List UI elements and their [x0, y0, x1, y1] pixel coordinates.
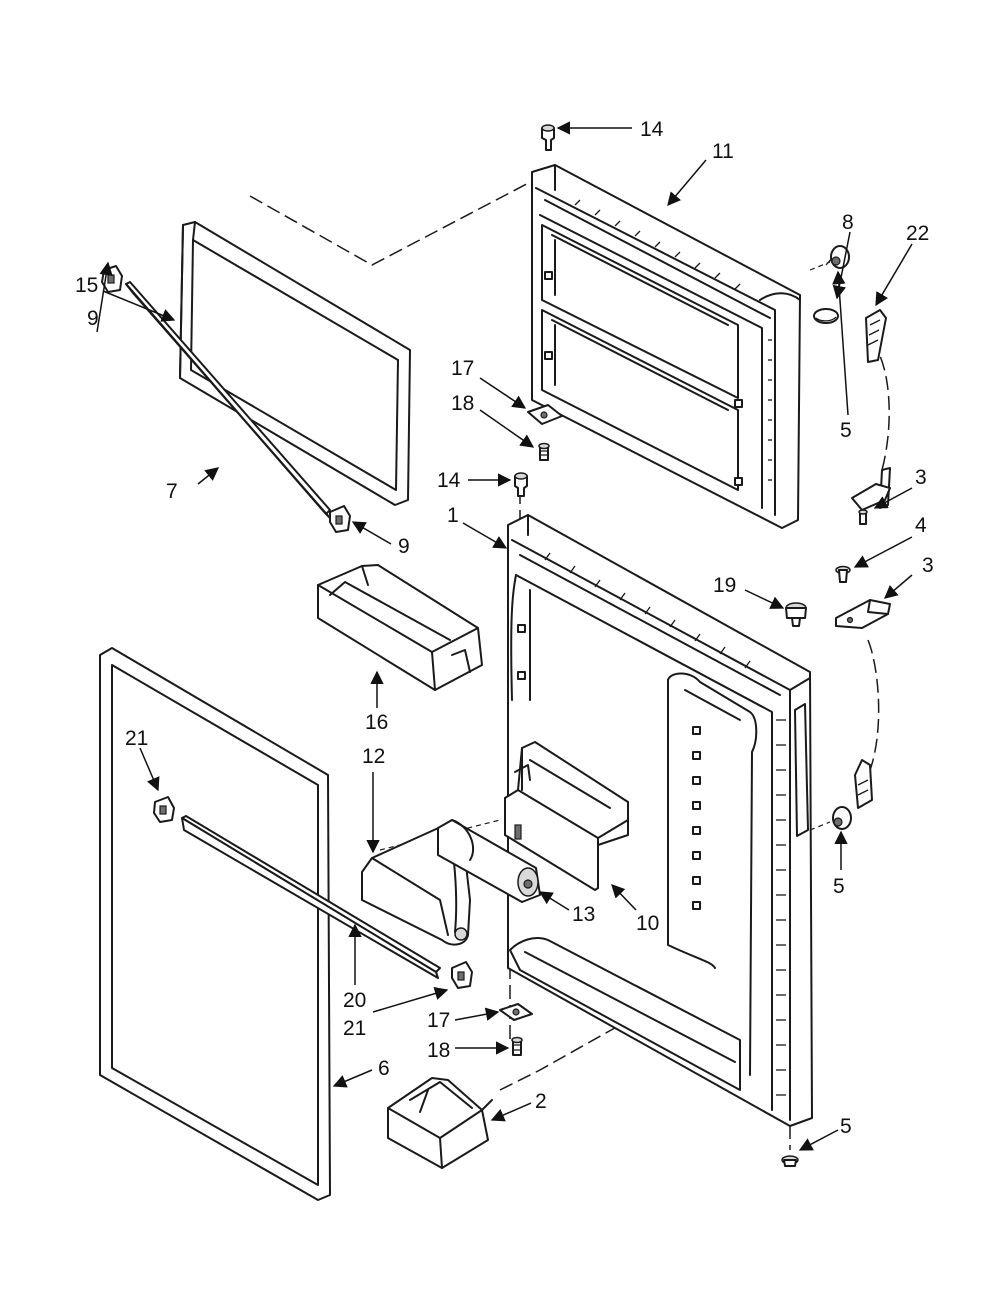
callout-leaders — [96, 121, 913, 1151]
callout-9-upper: 9 — [87, 307, 99, 330]
hinge-pin-top — [541, 124, 555, 151]
bottom-hinge-cover — [854, 759, 873, 809]
callout-5-upper: 5 — [840, 419, 852, 442]
hinge-bracket-upper — [851, 483, 891, 511]
callout-12: 12 — [362, 745, 385, 768]
hinge-bushing-lower — [499, 1003, 533, 1021]
callout-18-upper: 18 — [451, 392, 474, 415]
callout-20: 20 — [343, 989, 366, 1012]
dairy-door-trim — [181, 815, 441, 979]
callout-19: 19 — [713, 574, 736, 597]
callout-17-upper: 17 — [451, 357, 474, 380]
door-closing-cam-middle — [832, 806, 852, 830]
callout-16: 16 — [365, 711, 388, 734]
door-shelf-bin — [317, 564, 483, 691]
dairy-compartment — [504, 741, 629, 891]
center-hinge-screw — [835, 565, 851, 583]
trim-clip-lower — [451, 961, 473, 989]
callout-7: 7 — [166, 480, 178, 503]
hinge-screw-lower — [511, 1036, 523, 1056]
hinge-screw-small-upper — [858, 509, 868, 525]
callout-15: 15 — [75, 274, 98, 297]
callout-3-lower: 3 — [922, 554, 934, 577]
callout-9-lower: 9 — [398, 535, 410, 558]
bottom-door-bin — [387, 1077, 493, 1169]
callout-numbers: 14 11 8 22 15 9 17 18 5 14 3 7 9 1 4 3 1… — [75, 118, 934, 1138]
callout-4: 4 — [915, 514, 927, 537]
callout-8: 8 — [842, 211, 854, 234]
top-hinge-cover — [865, 309, 891, 509]
hinge-pin-middle — [514, 472, 528, 497]
callout-18-lower: 18 — [427, 1039, 450, 1062]
trim-clip-upper — [153, 796, 175, 823]
door-stop — [785, 602, 807, 627]
callout-5-bottom: 5 — [840, 1115, 852, 1138]
freezer-door-gasket — [179, 221, 411, 506]
hole-plug — [813, 308, 839, 324]
callout-11: 11 — [712, 140, 734, 163]
callout-22: 22 — [906, 222, 929, 245]
callout-6: 6 — [378, 1057, 390, 1080]
callout-1: 1 — [447, 504, 459, 527]
callout-14-top: 14 — [640, 118, 664, 141]
hinge-screw-upper — [538, 442, 550, 461]
shelf-clip-right — [329, 505, 351, 533]
callout-21-lower: 21 — [343, 1017, 366, 1040]
hinge-bushing-upper — [527, 404, 563, 425]
refrigerator-door — [507, 514, 813, 1127]
callout-10: 10 — [636, 912, 659, 935]
callout-14-middle: 14 — [437, 469, 461, 492]
freezer-door — [531, 164, 801, 529]
callout-21-upper: 21 — [125, 727, 148, 750]
door-closing-cam-bottom — [781, 1155, 799, 1167]
callout-3-upper: 3 — [915, 466, 927, 489]
callout-17-lower: 17 — [427, 1009, 450, 1032]
door-shelf-rest-holes — [692, 726, 701, 910]
center-hinge-bracket — [835, 599, 891, 629]
door-closing-cam-upper — [825, 245, 850, 269]
callout-5-middle: 5 — [833, 875, 845, 898]
callout-2: 2 — [535, 1090, 547, 1113]
dairy-door-hinge — [437, 819, 541, 903]
callout-13: 13 — [572, 903, 595, 926]
